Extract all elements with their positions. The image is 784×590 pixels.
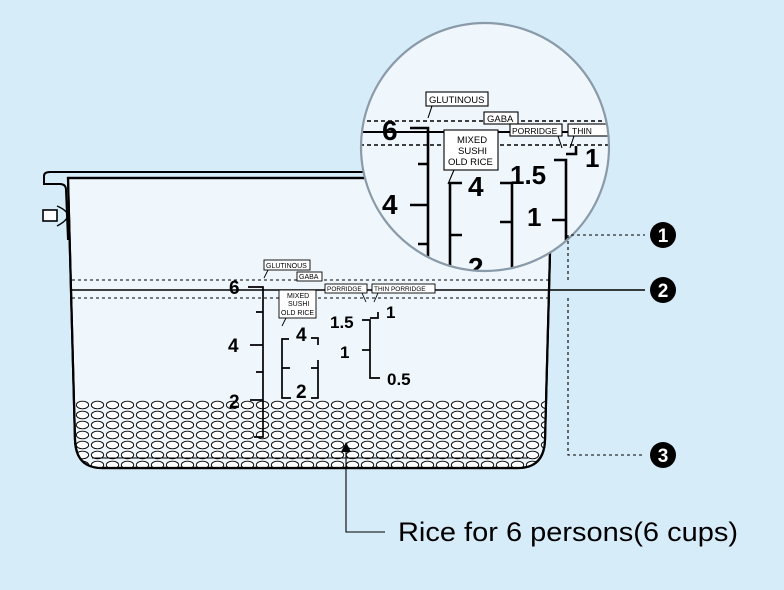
zoom-mark-mixed-4: 4 [468,171,484,202]
zoom-tag-thin: THIN [572,126,592,136]
zoom-tag-gaba: GABA [487,114,514,125]
mark-main-2: 2 [229,392,240,413]
pot-handle [42,205,69,227]
callout-3-number: 3 [658,446,669,467]
zoom-mark-main-6: 6 [382,115,398,146]
zoom-mark-thin-1: 1 [585,143,599,173]
zoom-mark-porridge-1: 1 [527,202,541,232]
zoom-tag-porridge: PORRIDGE [512,126,558,136]
callout-1-number: 1 [658,226,669,247]
pot-scale [248,286,380,438]
tag-porridge: PORRIDGE [327,286,362,293]
pot-rim [43,176,69,241]
mark-mixed-4: 4 [296,325,307,346]
mark-thin-0-5: 0.5 [387,370,411,389]
zoom-magnifier: 6 4 2 4 2 1.5 1 1 GLUTINOUS GABA PORRIDG… [359,21,611,283]
callout-2-badge [650,277,676,303]
rice-layer [68,400,552,468]
tag-glutinous: GLUTINOUS [266,263,307,270]
pot-scale-labels: 6 4 2 4 2 1.5 1 1 0.5 [228,278,411,413]
tag-thin-porridge: THIN PORRIDGE [374,286,426,293]
zoom-tag-glutinous: GLUTINOUS [429,95,484,106]
mark-mixed-2: 2 [296,382,307,403]
tag-sushi: SUSHI [288,301,309,308]
zoom-tag-sushi: SUSHI [458,146,487,157]
mark-thin-1: 1 [386,303,395,322]
pot-tags: GLUTINOUS GABA PORRIDGE THIN PORRIDGE MI… [263,259,436,327]
zoom-mark-main-4: 4 [382,189,398,220]
mark-main-6: 6 [229,278,240,299]
zoom-tag-old-rice: OLD RICE [448,157,493,168]
tag-old-rice: OLD RICE [281,310,314,317]
callout-3-badge [650,442,676,468]
mark-porridge-1: 1 [340,343,349,362]
mark-main-4: 4 [228,336,239,357]
callout-leaders [345,234,645,533]
tag-mixed: MIXED [287,293,309,300]
mark-porridge-1-5: 1.5 [330,313,354,332]
callout-badges: 1 2 3 [650,222,676,468]
callout-1-badge [650,222,676,248]
tag-gaba: GABA [299,274,319,281]
zoom-mark-mixed-2: 2 [468,252,484,283]
rice-caption: Rice for 6 persons(6 cups) [398,517,738,547]
zoom-tag-mixed: MIXED [457,135,487,146]
zoom-mark-porridge-1-5: 1.5 [510,160,546,190]
callout-2-number: 2 [658,281,669,302]
rice-pointer-arrow [341,442,351,452]
